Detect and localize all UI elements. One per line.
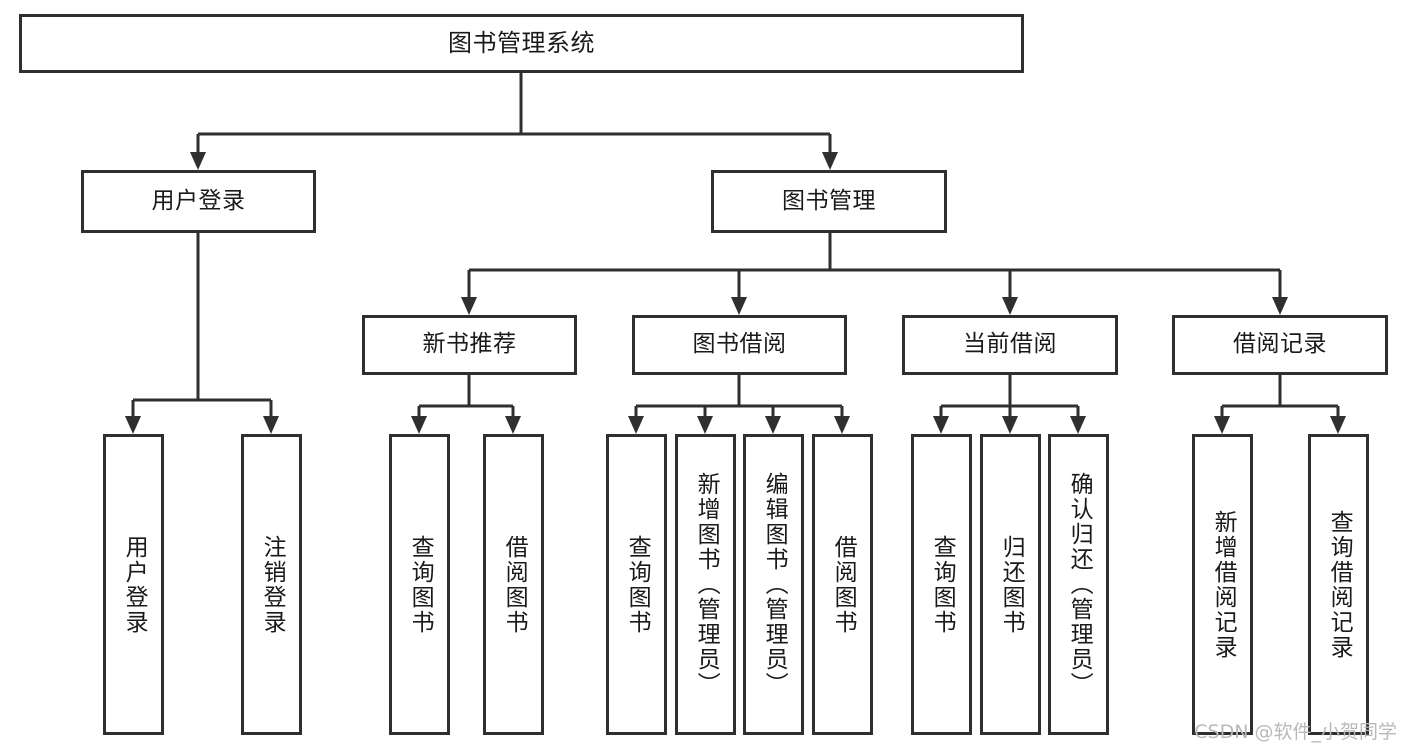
leaf-newbook-query-book[interactable]: 查询图书 xyxy=(389,434,450,735)
arrowhead-leaf-nb-2 xyxy=(505,416,521,434)
node-label: 新增借阅记录 xyxy=(1210,509,1237,660)
node-label: 借阅图书 xyxy=(830,534,857,635)
node-label: 借阅记录 xyxy=(1233,331,1327,358)
node-label: 新书推荐 xyxy=(422,331,517,358)
node-label: 确认归还（管理员） xyxy=(1066,472,1093,697)
node-label: 查询图书 xyxy=(929,534,956,635)
node-label: 用户登录 xyxy=(121,534,148,635)
arrowhead-leaf-bb-3 xyxy=(765,416,781,434)
arrowhead-leaf-br-2 xyxy=(1330,416,1346,434)
arrowhead-leaf-bb-2 xyxy=(697,416,713,434)
leaf-bookborrow-query-book[interactable]: 查询图书 xyxy=(606,434,667,735)
arrowhead-currentborrow xyxy=(1002,297,1018,315)
node-user-login[interactable]: 用户登录 xyxy=(81,170,316,233)
arrowhead-leaf-user-2 xyxy=(263,416,279,434)
arrowhead-borrowrecord xyxy=(1272,297,1288,315)
leaf-user-logout[interactable]: 注销登录 xyxy=(241,434,302,735)
arrowhead-userlogin xyxy=(190,152,206,170)
node-label: 图书管理系统 xyxy=(448,29,595,58)
csdn-watermark: CSDN @软件_小贺同学 xyxy=(1194,721,1397,743)
arrowhead-bookborrow xyxy=(731,297,747,315)
leaf-borrowrecord-add-record[interactable]: 新增借阅记录 xyxy=(1192,434,1253,735)
arrowhead-leaf-cb-1 xyxy=(933,416,949,434)
arrowhead-leaf-cb-2 xyxy=(1002,416,1018,434)
node-new-book-recommend[interactable]: 新书推荐 xyxy=(362,315,577,375)
leaf-currentborrow-return-book[interactable]: 归还图书 xyxy=(980,434,1041,735)
leaf-borrowrecord-query-record[interactable]: 查询借阅记录 xyxy=(1308,434,1369,735)
node-label: 注销登录 xyxy=(259,534,286,635)
node-book-borrow[interactable]: 图书借阅 xyxy=(632,315,847,375)
leaf-bookborrow-edit-book-admin[interactable]: 编辑图书（管理员） xyxy=(743,434,804,735)
leaf-currentborrow-confirm-return-admin[interactable]: 确认归还（管理员） xyxy=(1048,434,1109,735)
leaf-user-login[interactable]: 用户登录 xyxy=(103,434,164,735)
leaf-bookborrow-add-book-admin[interactable]: 新增图书（管理员） xyxy=(675,434,736,735)
node-book-management[interactable]: 图书管理 xyxy=(711,170,947,233)
arrowhead-bookmgmt xyxy=(822,152,838,170)
arrowhead-leaf-nb-1 xyxy=(411,416,427,434)
node-label: 借阅图书 xyxy=(501,534,528,635)
node-label: 用户登录 xyxy=(151,187,246,214)
arrowhead-newbook xyxy=(461,297,477,315)
node-label: 编辑图书（管理员） xyxy=(761,472,788,697)
arrowhead-leaf-user-1 xyxy=(125,416,141,434)
arrowhead-leaf-br-1 xyxy=(1214,416,1230,434)
node-current-borrow[interactable]: 当前借阅 xyxy=(902,315,1118,375)
node-label: 图书借阅 xyxy=(692,331,787,358)
arrowhead-leaf-cb-3 xyxy=(1070,416,1086,434)
node-label: 查询借阅记录 xyxy=(1326,509,1353,660)
leaf-bookborrow-borrow-book[interactable]: 借阅图书 xyxy=(812,434,873,735)
node-label: 图书管理 xyxy=(782,187,876,214)
node-label: 新增图书（管理员） xyxy=(693,472,720,697)
arrowhead-leaf-bb-4 xyxy=(834,416,850,434)
node-label: 查询图书 xyxy=(407,534,434,635)
node-borrow-record[interactable]: 借阅记录 xyxy=(1172,315,1388,375)
node-label: 当前借阅 xyxy=(963,331,1057,358)
leaf-currentborrow-query-book[interactable]: 查询图书 xyxy=(911,434,972,735)
node-label: 归还图书 xyxy=(998,534,1025,635)
node-root-book-management-system[interactable]: 图书管理系统 xyxy=(19,14,1024,73)
leaf-newbook-borrow-book[interactable]: 借阅图书 xyxy=(483,434,544,735)
node-label: 查询图书 xyxy=(624,534,651,635)
arrowhead-leaf-bb-1 xyxy=(628,416,644,434)
